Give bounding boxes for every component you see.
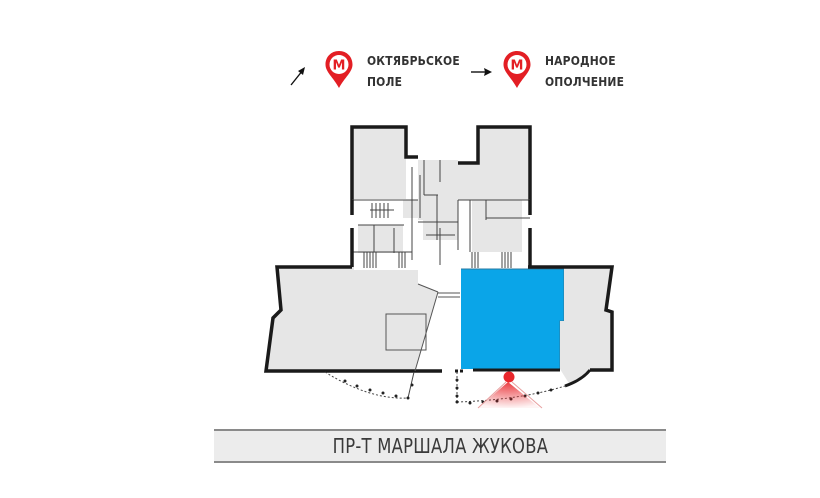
- room-left-hall: [264, 265, 460, 373]
- station-name-line1: ОКТЯБРЬСКОЕ: [367, 53, 460, 68]
- metro-pin-icon: М: [503, 51, 531, 88]
- station-name-oktyabrskoe-pole: ОКТЯБРЬСКОЕ ПОЛЕ: [367, 50, 460, 92]
- street-name: ПР-Т МАРШАЛА ЖУКОВА: [332, 434, 548, 458]
- central-core: [352, 160, 530, 265]
- svg-text:М: М: [511, 59, 524, 74]
- metro-pin-icon: М: [325, 51, 353, 88]
- glazing-left: [324, 371, 415, 400]
- station-name-narodnoe-opolchenie: НАРОДНОЕ ОПОЛЧЕНИЕ: [545, 50, 624, 92]
- room-upper-left: [350, 125, 418, 200]
- highlighted-unit[interactable]: [461, 268, 565, 369]
- room-upper-right: [458, 125, 532, 200]
- room-right: [528, 265, 615, 388]
- svg-text:М: М: [333, 59, 346, 74]
- stairs-icon: [363, 203, 512, 268]
- arrow-right-icon: [471, 68, 492, 76]
- arrow-northeast-icon: [290, 67, 305, 86]
- entrance-camera-marker-icon: [477, 371, 543, 409]
- station-name-line2: ОПОЛЧЕНИЕ: [545, 74, 625, 89]
- street-band: ПР-Т МАРШАЛА ЖУКОВА: [214, 429, 666, 463]
- station-name-line2: ПОЛЕ: [367, 74, 403, 89]
- station-name-line1: НАРОДНОЕ: [545, 53, 616, 68]
